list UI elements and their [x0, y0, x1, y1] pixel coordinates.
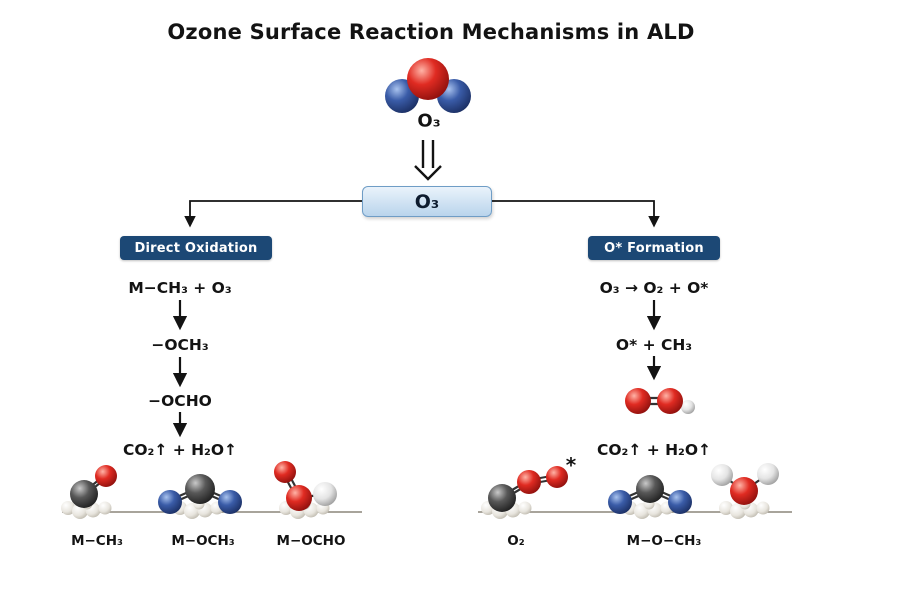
- right-step-1: O₃ → O₂ + O*: [599, 279, 709, 297]
- double-down-arrow-icon: [414, 140, 442, 181]
- o3-box-label: O₃: [414, 190, 440, 213]
- left-step-1: M−CH₃ + O₃: [128, 279, 232, 297]
- surface-label-o2: O₂: [507, 533, 525, 549]
- m-ocho-molecule-icon: [274, 461, 337, 511]
- right-step-3: CO₂↑ + H₂O↑: [596, 441, 712, 459]
- m-o-ch3-molecule-icon: [608, 475, 692, 514]
- surface-label-m-o-ch3: M−O−CH₃: [626, 533, 702, 549]
- radical-star: *: [566, 453, 577, 477]
- o-star-formation-header: O* Formation: [588, 236, 720, 260]
- ozone-molecule-label: O₃: [417, 110, 441, 132]
- ozone-molecule-icon: [385, 58, 471, 113]
- left-step-4: CO₂↑ + H₂O↑: [122, 441, 238, 459]
- surface-label-m-ocho: M−OCHO: [276, 533, 346, 549]
- left-step-3: −OCHO: [148, 392, 212, 410]
- o-star-formation-label: O* Formation: [604, 240, 704, 256]
- water-molecule-icon: [711, 463, 779, 505]
- right-step-2: O* + CH₃: [615, 336, 693, 354]
- surface-label-m-ch3: M−CH₃: [71, 533, 123, 549]
- direct-oxidation-header: Direct Oxidation: [120, 236, 272, 260]
- o2-surface-molecule-icon: *: [488, 453, 577, 512]
- surface-label-m-och3: M−OCH₃: [171, 533, 235, 549]
- branch-connectors: [184, 200, 660, 228]
- right-surface-scene: *: [478, 453, 792, 519]
- diagram-title: Ozone Surface Reaction Mechanisms in ALD: [167, 20, 695, 44]
- m-ch3-molecule-icon: [70, 465, 117, 508]
- direct-oxidation-label: Direct Oxidation: [134, 240, 258, 256]
- flow-arrows: [172, 300, 662, 438]
- oxygen-radical-molecule-icon: [625, 388, 695, 414]
- left-step-2: −OCH₃: [151, 336, 209, 354]
- left-surface-scene: [61, 461, 362, 519]
- o3-box: O₃: [362, 186, 492, 217]
- m-och3-molecule-icon: [158, 474, 242, 514]
